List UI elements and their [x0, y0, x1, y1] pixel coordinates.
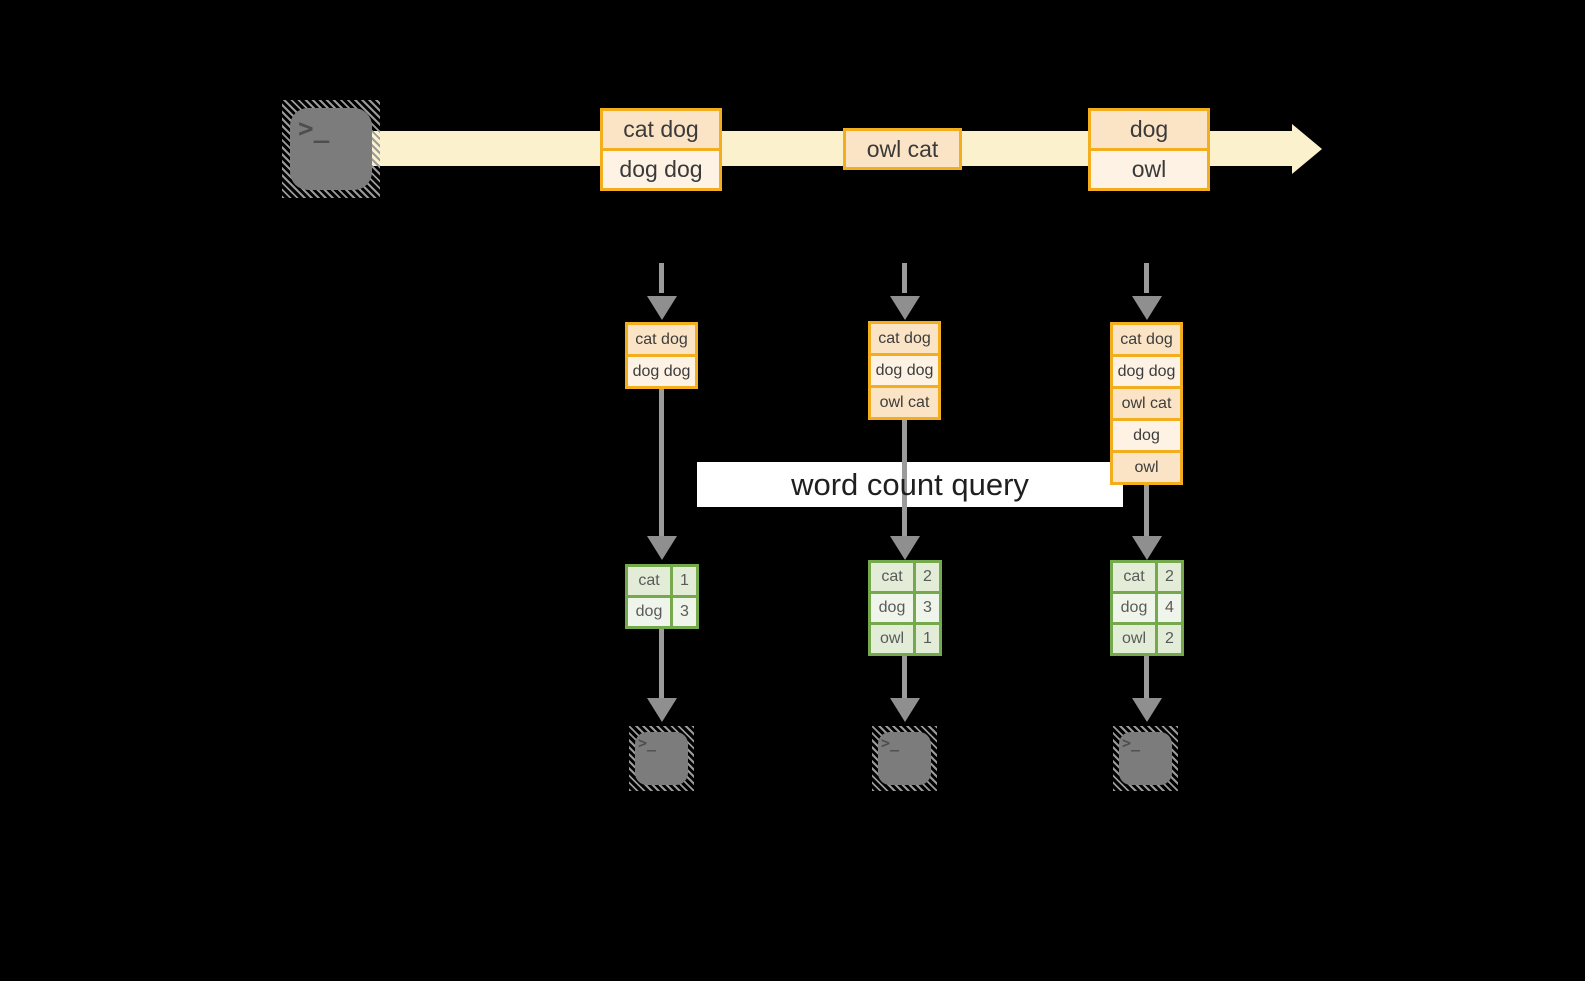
table-cell-word: dog	[1113, 594, 1155, 622]
batch-item: owl cat	[871, 385, 938, 417]
stream-timeline-arrowhead-icon	[1292, 124, 1322, 174]
micro-batch-arrow	[902, 263, 907, 293]
micro-batch-stack: cat dog dog dog owl cat	[868, 321, 941, 420]
consumer-terminal-icon: >_	[872, 726, 937, 791]
batch-item: owl	[1113, 450, 1180, 482]
micro-batch-stack: cat dog dog dog	[625, 322, 698, 389]
message-line: owl	[1091, 148, 1207, 188]
table-cell-count: 1	[916, 625, 939, 653]
batch-item: dog dog	[871, 353, 938, 385]
micro-batch-arrowhead-icon	[1132, 296, 1162, 320]
message-line: dog dog	[603, 148, 719, 188]
micro-batch-arrow	[659, 263, 664, 293]
table-cell-word: owl	[1113, 625, 1155, 653]
query-flow-arrowhead-icon	[890, 536, 920, 560]
table-cell-count: 1	[673, 567, 696, 595]
count-table: cat 2 dog 3 owl 1	[868, 560, 942, 656]
query-flow-line	[659, 384, 664, 538]
batch-item: dog	[1113, 418, 1180, 450]
terminal-prompt-icon: >_	[1122, 734, 1141, 752]
table-cell-word: dog	[871, 594, 913, 622]
stream-message-box: dog owl	[1088, 108, 1210, 191]
table-cell-word: cat	[1113, 563, 1155, 591]
producer-terminal-icon: >_	[282, 100, 380, 198]
terminal-screen	[878, 732, 931, 785]
table-cell-count: 2	[1158, 563, 1181, 591]
result-flow-line	[659, 629, 664, 698]
word-count-query-label: word count query	[791, 466, 1029, 502]
result-flow-line	[902, 656, 907, 698]
table-cell-count: 3	[673, 598, 696, 626]
batch-item: owl cat	[1113, 386, 1180, 418]
count-table: cat 2 dog 4 owl 2	[1110, 560, 1184, 656]
terminal-screen	[635, 732, 688, 785]
batch-item: cat dog	[628, 325, 695, 354]
micro-batch-stack: cat dog dog dog owl cat dog owl	[1110, 322, 1183, 485]
stream-message-box: owl cat	[843, 128, 962, 170]
consumer-terminal-icon: >_	[1113, 726, 1178, 791]
query-flow-arrowhead-icon	[647, 536, 677, 560]
query-flow-line	[902, 415, 907, 538]
result-flow-arrowhead-icon	[890, 698, 920, 722]
terminal-prompt-icon: >_	[638, 734, 657, 752]
table-cell-count: 3	[916, 594, 939, 622]
result-flow-line	[1144, 656, 1149, 698]
table-cell-count: 4	[1158, 594, 1181, 622]
micro-batch-arrowhead-icon	[890, 296, 920, 320]
batch-item: cat dog	[1113, 325, 1180, 354]
query-flow-arrowhead-icon	[1132, 536, 1162, 560]
message-line: cat dog	[603, 111, 719, 148]
terminal-screen	[290, 108, 372, 190]
batch-item: dog dog	[1113, 354, 1180, 386]
table-cell-count: 2	[1158, 625, 1181, 653]
table-cell-word: cat	[871, 563, 913, 591]
word-count-query-banner	[697, 462, 1123, 507]
result-flow-arrowhead-icon	[647, 698, 677, 722]
stream-message-box: cat dog dog dog	[600, 108, 722, 191]
table-cell-word: dog	[628, 598, 670, 626]
batch-item: cat dog	[871, 324, 938, 353]
message-line: owl cat	[846, 131, 959, 167]
terminal-screen	[1119, 732, 1172, 785]
terminal-prompt-icon: >_	[298, 114, 330, 144]
table-cell-word: cat	[628, 567, 670, 595]
batch-item: dog dog	[628, 354, 695, 386]
count-table: cat 1 dog 3	[625, 564, 699, 629]
micro-batch-arrow	[1144, 263, 1149, 293]
query-flow-line	[1144, 480, 1149, 538]
table-cell-count: 2	[916, 563, 939, 591]
result-flow-arrowhead-icon	[1132, 698, 1162, 722]
terminal-prompt-icon: >_	[881, 734, 900, 752]
micro-batch-arrowhead-icon	[647, 296, 677, 320]
message-line: dog	[1091, 111, 1207, 148]
consumer-terminal-icon: >_	[629, 726, 694, 791]
table-cell-word: owl	[871, 625, 913, 653]
